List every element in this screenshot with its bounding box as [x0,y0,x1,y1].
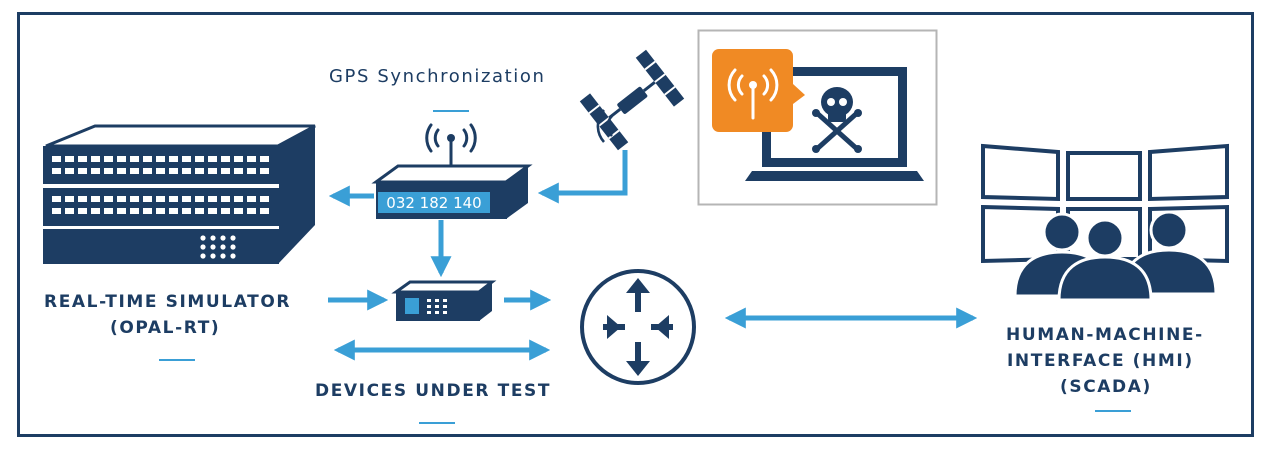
attacker-panel [697,29,938,206]
simulator-label-line1: REAL-TIME SIMULATOR [44,292,292,312]
hmi-label-line1: HUMAN-MACHINE- [1006,325,1204,345]
wireless-icon [727,68,779,120]
connectors [328,150,978,361]
simulator-label-line2: (OPAL-RT) [110,318,221,338]
skull-crossbones-icon [812,87,862,153]
simulator-rack-icon [43,124,316,264]
gps-sync-underline [433,110,469,112]
gps-clock-icon: 032 182 140 [371,164,533,219]
hmi-label-line3: (SCADA) [1060,377,1152,397]
satellite-icon [579,49,685,151]
devices-underline [419,422,455,424]
alert-bubble [712,49,805,132]
hmi-underline [1095,410,1131,412]
hmi-monitor-wall-icon [981,143,1229,264]
router-icon [580,269,696,385]
simulator-underline [159,359,195,361]
operators-icon [1013,210,1218,302]
gps-clock-display: 032 182 140 [386,194,481,212]
diagram-frame [17,12,1254,437]
gps-sync-label: GPS Synchronization [329,66,546,87]
arrow-satellite-to-clock [537,150,628,204]
device-under-test-icon [391,280,497,321]
devices-under-test-label: DEVICES UNDER TEST [315,381,552,401]
hmi-label-line2: INTERFACE (HMI) [1007,351,1194,371]
